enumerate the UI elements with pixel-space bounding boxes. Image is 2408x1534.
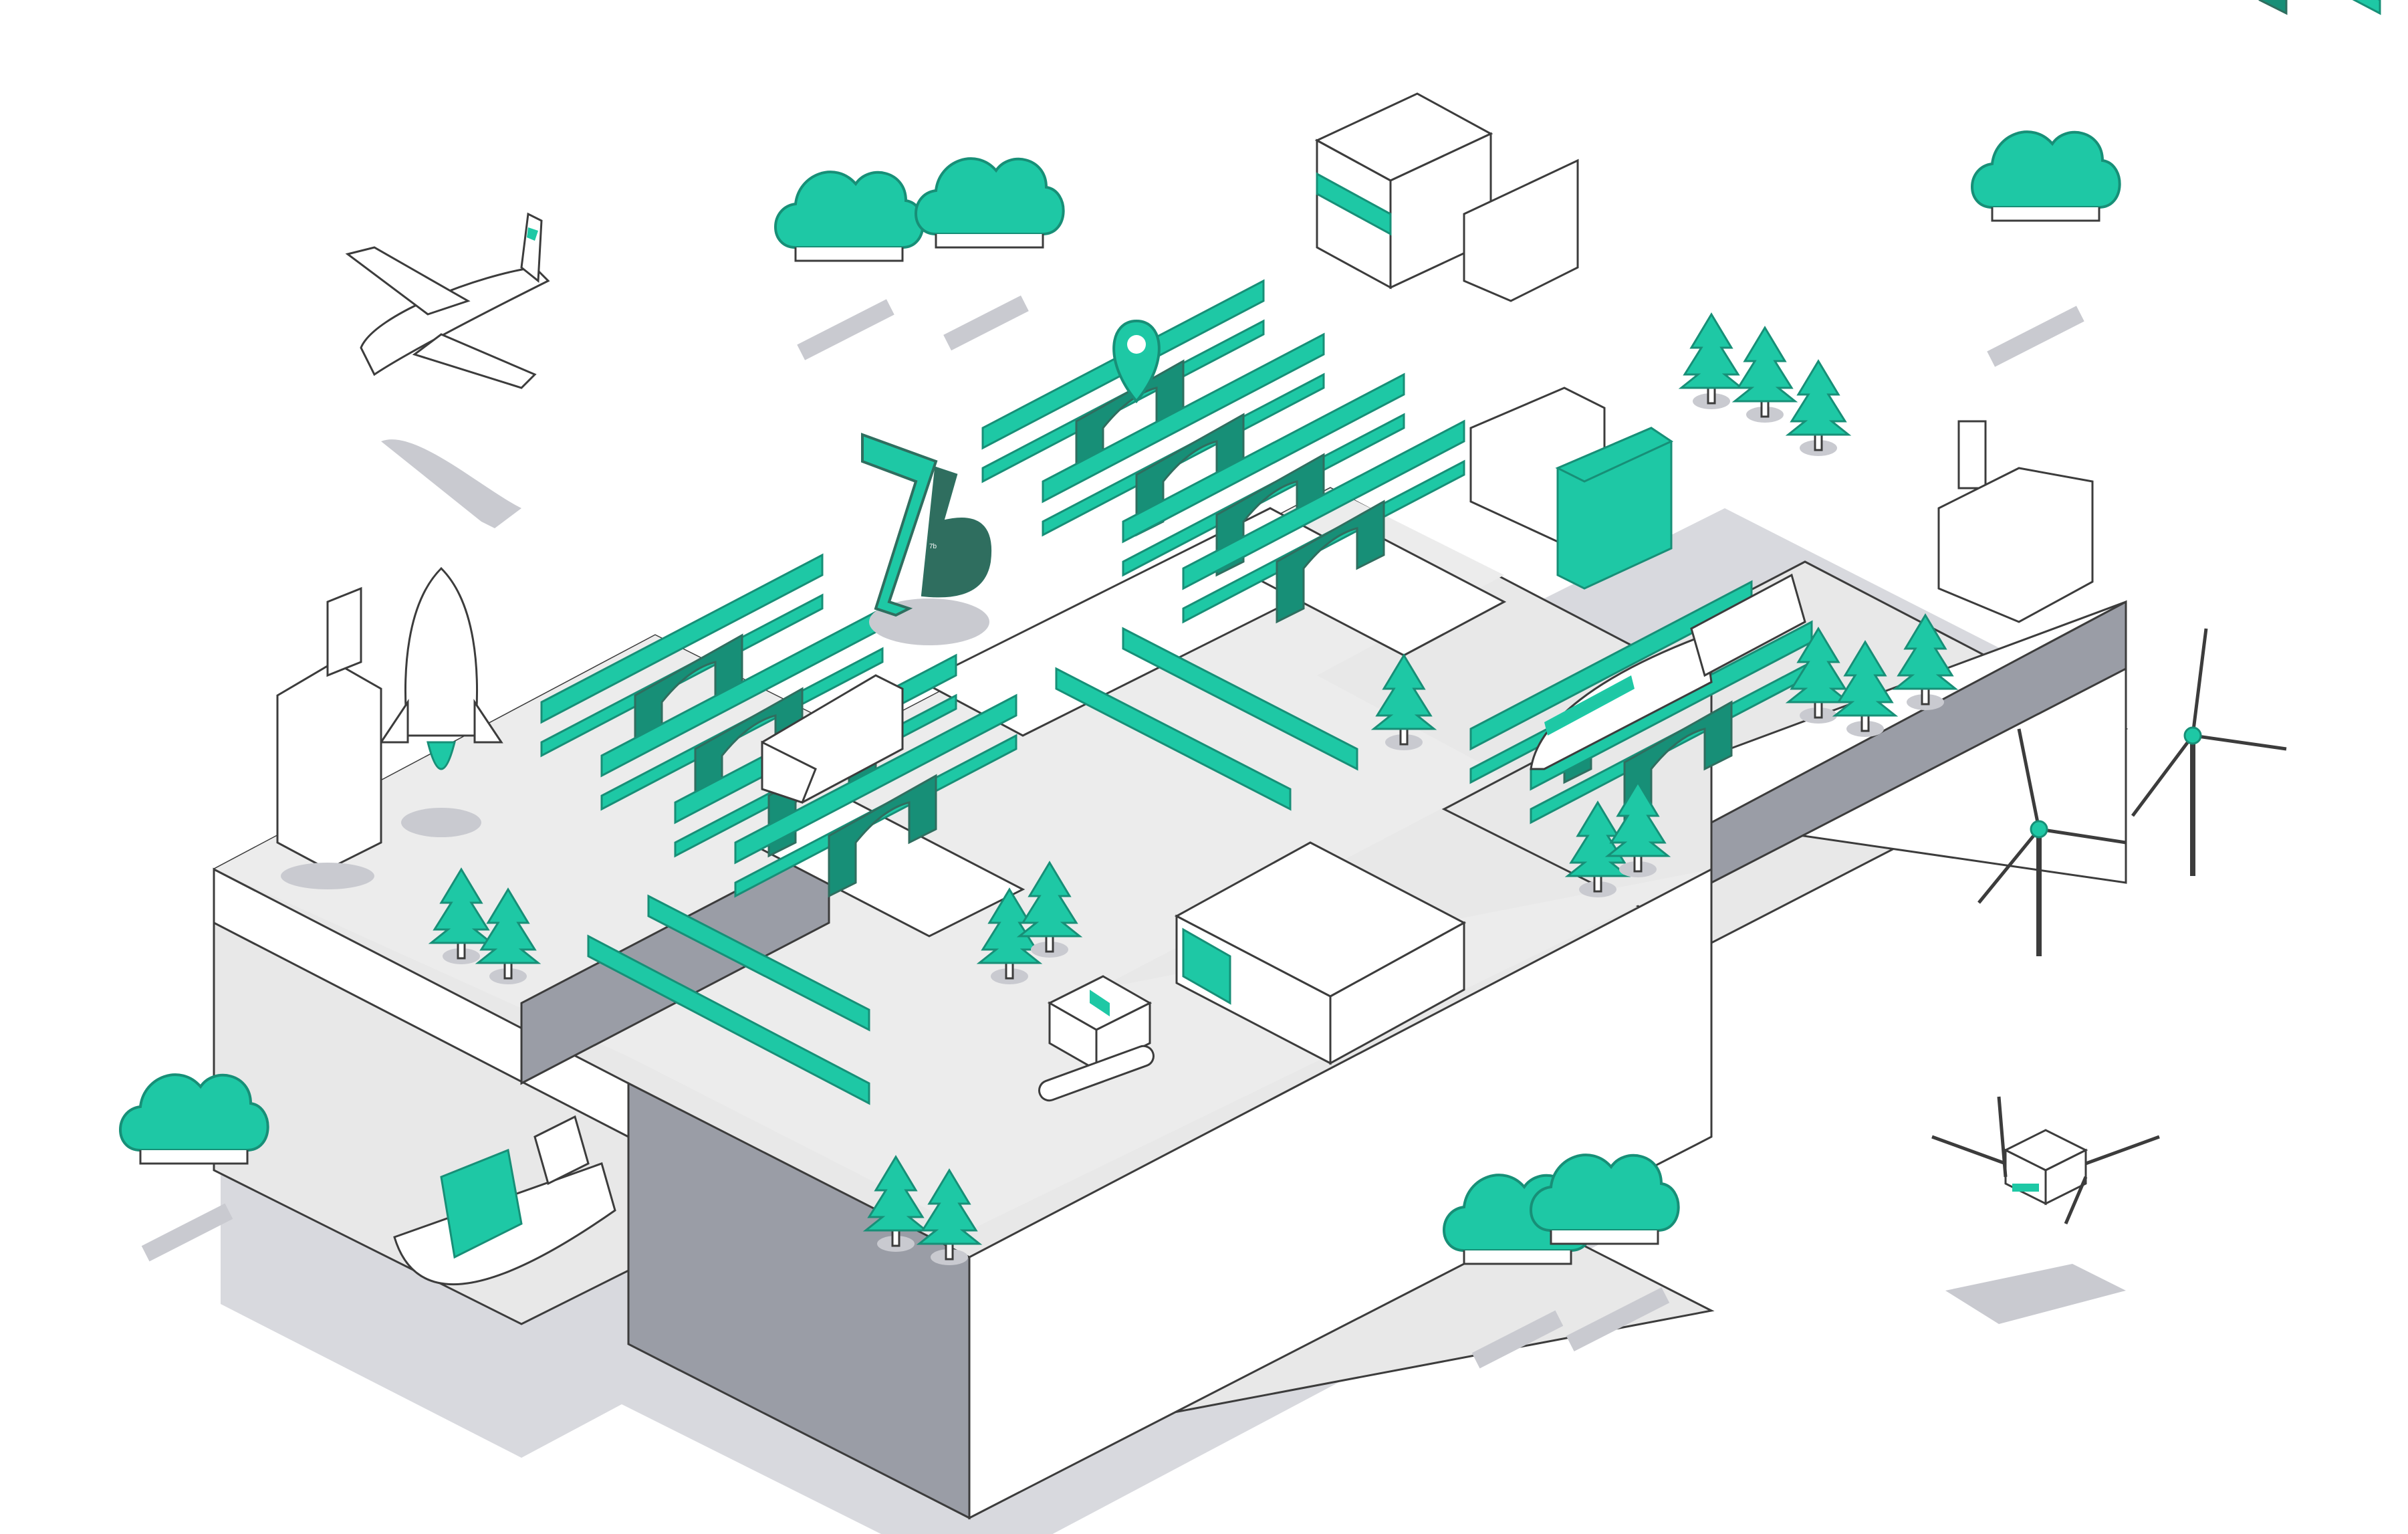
clouds bbox=[119, 130, 2121, 1369]
shop-icon bbox=[1314, 92, 1579, 302]
tree-icon bbox=[1733, 326, 1796, 424]
warehouse-icon bbox=[1174, 841, 1467, 1065]
location-pin-icon bbox=[1112, 319, 1161, 404]
wind-turbine-icon bbox=[1977, 628, 2287, 956]
autonomous-truck-icon bbox=[761, 674, 904, 804]
tree-icon bbox=[1787, 360, 1850, 457]
skyscraper-icon bbox=[276, 586, 382, 889]
factory-icon bbox=[1937, 420, 2094, 623]
drone-icon bbox=[1931, 1096, 2160, 1324]
rocket-icon bbox=[379, 566, 503, 837]
delivery-robot-icon bbox=[1038, 975, 1155, 1102]
high-speed-train-icon bbox=[1530, 573, 1806, 770]
shipping-container-icon bbox=[1469, 387, 1674, 590]
tree-icon bbox=[1680, 313, 1743, 411]
bridges bbox=[540, 0, 2381, 1105]
cloud-icon bbox=[774, 171, 925, 262]
cloud-icon bbox=[915, 157, 1065, 249]
airplane-icon bbox=[345, 212, 550, 528]
cloud-icon bbox=[119, 1073, 269, 1165]
logo-text: 7b bbox=[929, 543, 937, 550]
bridge-icon bbox=[2098, 0, 2381, 15]
cloud-icon bbox=[1971, 130, 2121, 222]
logo-7b: 7b bbox=[861, 433, 992, 645]
cargo-ship-icon bbox=[393, 1115, 616, 1286]
